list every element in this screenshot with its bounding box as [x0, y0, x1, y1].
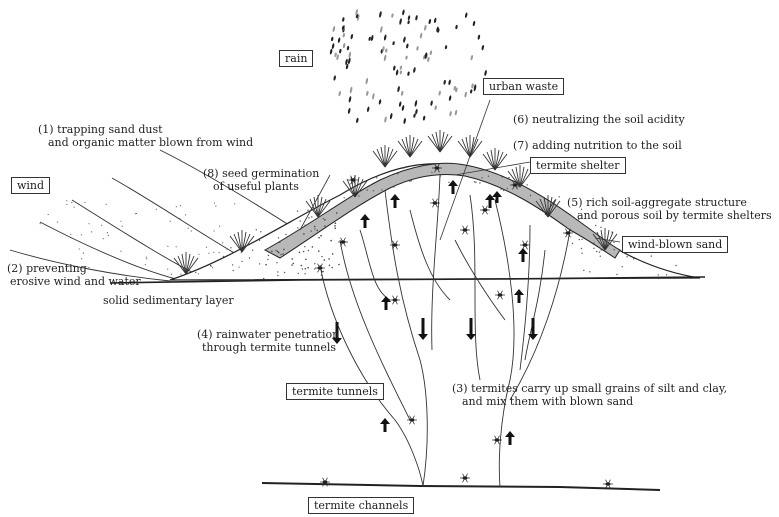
annotation-7: (7) adding nutrition to the soil: [513, 139, 682, 152]
annotation-1-line1: (1) trapping sand dust: [38, 123, 163, 136]
termite-channels-line: [261, 482, 661, 491]
solid-sedimentary-layer-label: solid sedimentary layer: [103, 294, 234, 307]
flow-arrows: [332, 180, 538, 445]
wind-label: wind: [11, 177, 51, 194]
sand-grains: [39, 167, 689, 280]
urban-waste-label: urban waste: [483, 78, 565, 95]
plants: [173, 130, 618, 275]
termite-shelter-label: termite shelter: [530, 157, 626, 174]
ground-surface: [109, 276, 706, 284]
termite-tunnels: [319, 174, 571, 488]
termites: [315, 163, 613, 489]
annotation-4-line2: through termite tunnels: [202, 341, 337, 354]
termite-tunnels-label: termite tunnels: [286, 383, 384, 400]
annotation-6: (6) neutralizing the soil acidity: [513, 113, 685, 126]
annotation-2-line2: erosive wind and water: [10, 275, 141, 288]
annotation-1-line2: and organic matter blown from wind: [48, 136, 254, 149]
termite-channels-label: termite channels: [308, 497, 415, 514]
annotation-2-line1: (2) preventing: [7, 262, 87, 275]
annotation-3-line1: (3) termites carry up small grains of si…: [452, 382, 728, 395]
wind-blown-sand-label: wind-blown sand: [622, 236, 729, 253]
annotation-4-line1: (4) rainwater penetration: [197, 328, 340, 341]
annotation-8-line1: (8) seed germination: [203, 167, 320, 180]
rain-label: rain: [279, 50, 314, 67]
annotation-5-line1: (5) rich soil-aggregate structure: [567, 196, 747, 209]
annotation-8-line2: of useful plants: [213, 180, 299, 193]
annotation-3-line2: and mix them with blown sand: [462, 395, 634, 408]
annotation-5-line2: and porous soil by termite shelters: [577, 209, 772, 222]
leader-lines: [299, 99, 621, 243]
rain-drops: [329, 9, 487, 124]
